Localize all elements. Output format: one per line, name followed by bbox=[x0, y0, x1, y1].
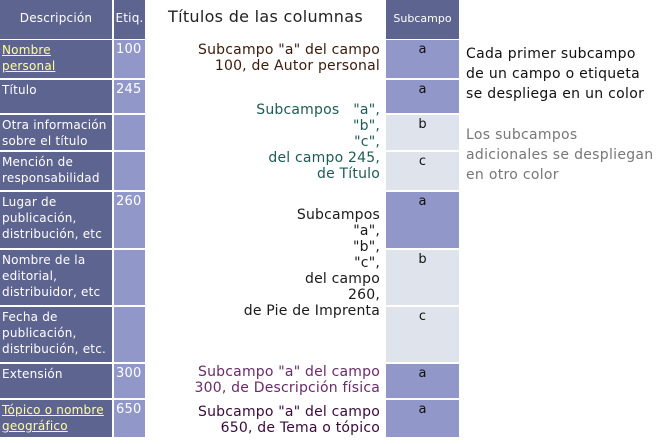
subfield-cell: c bbox=[386, 307, 459, 362]
table-row-description: Extensión bbox=[0, 364, 112, 398]
table-row-tag: 300 bbox=[114, 364, 145, 398]
header-tag: Etiq. bbox=[114, 0, 145, 39]
table-row-tag: 100 bbox=[114, 40, 145, 78]
table-row-tag: 650 bbox=[114, 400, 145, 437]
table-row-tag bbox=[114, 152, 145, 190]
table-row-tag: 245 bbox=[114, 80, 145, 113]
subfield-cell: b bbox=[386, 250, 459, 305]
subfield-cell: a bbox=[386, 40, 459, 78]
subfield-cell: a bbox=[386, 400, 459, 437]
table-row-tag: 260 bbox=[114, 192, 145, 248]
table-row-tag bbox=[114, 307, 145, 362]
column-titles-label: Títulos de las columnas bbox=[168, 7, 363, 26]
subfield-cell: a bbox=[386, 364, 459, 398]
table-row-tag bbox=[114, 115, 145, 150]
subfield-cell: a bbox=[386, 80, 459, 113]
subfield-cell: a bbox=[386, 192, 459, 248]
table-row-description: Título bbox=[0, 80, 112, 113]
header-subfield: Subcampo bbox=[386, 0, 459, 39]
table-row-tag bbox=[114, 250, 145, 305]
subfield-cell: c bbox=[386, 152, 459, 190]
header-description: Descripción bbox=[0, 0, 112, 39]
subfield-cell: b bbox=[386, 115, 459, 150]
annotation-field-245: Subcampos "a","b","c",del campo 245,de T… bbox=[256, 102, 380, 182]
